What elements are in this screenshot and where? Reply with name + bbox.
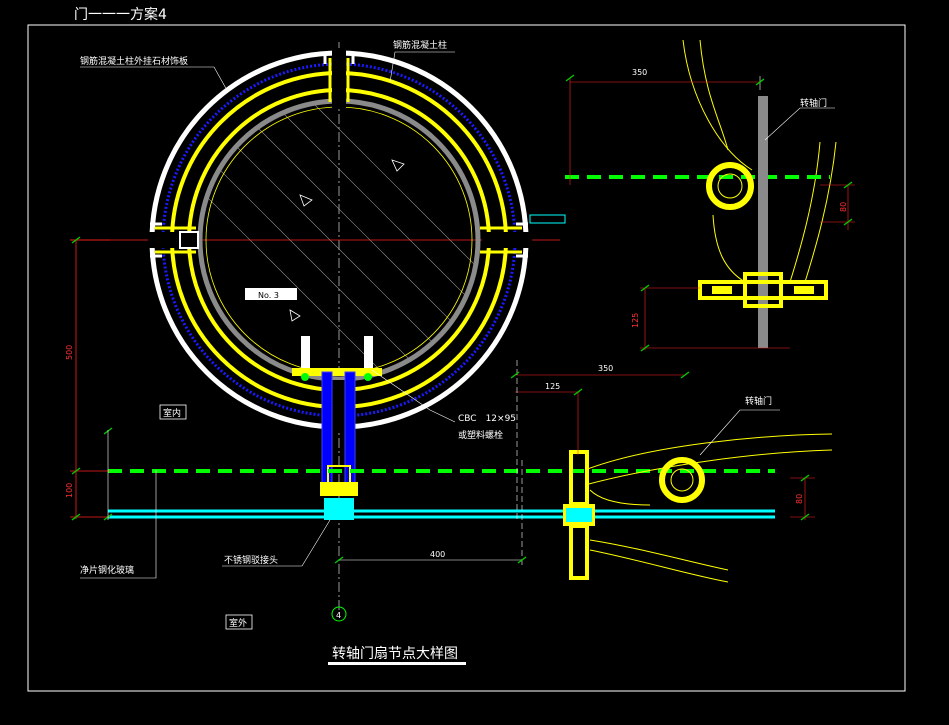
label-glass: 净片钢化玻璃	[80, 564, 134, 576]
ring-joint-caps-white	[150, 52, 528, 258]
ring-gap-top	[332, 48, 346, 108]
pivot-bracket	[698, 280, 828, 300]
bolt-right	[364, 336, 373, 370]
ring-joint-caps	[155, 58, 522, 254]
label-pivot-door-2: 转轴门	[745, 395, 772, 407]
dim-350-mid: 350	[598, 364, 613, 373]
ring-gap-right	[482, 232, 532, 248]
glass-panel	[108, 509, 775, 519]
label-rc-column: 钢筋混凝土柱	[393, 39, 447, 51]
label-pivot-door-1: 转轴门	[800, 97, 827, 109]
bolt-left	[301, 336, 310, 370]
dim-100-left: 100	[65, 483, 74, 498]
drawing-frame	[27, 24, 906, 692]
label-column-cladding: 钢筋混凝土柱外挂石材饰板	[80, 55, 188, 67]
dim-500-left: 500	[65, 345, 74, 360]
pivot-rod	[758, 96, 768, 348]
dim-400: 400	[430, 550, 445, 559]
dim-350-top: 350	[632, 68, 647, 77]
bottom-dimension	[339, 460, 523, 568]
dim-125-right: 125	[631, 313, 640, 328]
outdoor-box	[225, 614, 253, 630]
column-plan: No. 3	[70, 42, 566, 610]
label-box-text: No. 3	[258, 291, 279, 300]
bolt-head-left	[301, 373, 309, 381]
marker-triangle-1	[299, 194, 313, 207]
axis-bubble	[331, 606, 347, 622]
pivot-detail-bottom	[515, 360, 833, 583]
pivot-post-top	[569, 450, 589, 506]
dim-ticks	[71, 74, 853, 564]
connector-cyan	[324, 498, 354, 520]
main-title-underline	[328, 662, 466, 665]
pivot-detail-top	[565, 39, 855, 350]
base-plate	[292, 368, 382, 376]
label-indoor: 室内	[163, 407, 181, 419]
label-box-frame	[245, 288, 297, 300]
indoor-box	[159, 404, 187, 420]
label-outdoor: 室外	[229, 617, 247, 629]
right-plate	[529, 214, 566, 224]
main-title: 转轴门扇节点大样图	[332, 646, 458, 662]
axis-number: 4	[336, 611, 341, 620]
leader-lines	[80, 51, 456, 579]
label-cbc-2: 或塑料螺栓	[458, 429, 503, 441]
bolt-head-right	[364, 373, 372, 381]
dim-80-mid: 80	[795, 494, 804, 504]
dim-125-mid: 125	[545, 382, 560, 391]
pivot-post-bottom	[569, 524, 589, 580]
label-cbc: CBC 12×95	[458, 414, 516, 424]
left-dimension	[70, 239, 110, 519]
pivot-ring-bottom	[659, 457, 705, 503]
marker-triangle-2	[391, 159, 405, 172]
ring-gap-left	[148, 232, 198, 248]
sheet-title: 门一一一方案4	[74, 6, 167, 23]
left-notch	[179, 231, 199, 249]
pivot-ring-top	[706, 162, 754, 210]
connector-yellow	[320, 482, 358, 496]
dim-80-right: 80	[839, 202, 848, 212]
label-steel-connector: 不锈钢驳接头	[224, 554, 278, 566]
connector-body	[327, 465, 351, 487]
marker-triangle-3	[289, 309, 301, 322]
